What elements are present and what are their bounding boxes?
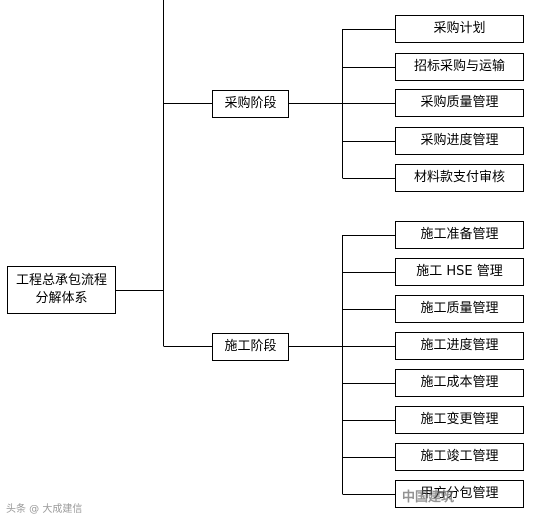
leaf-node-label: 施工变更管理 <box>420 412 499 427</box>
leaf-node: 采购质量管理 <box>395 89 524 117</box>
leaf-node-label: 施工 HSE 管理 <box>416 264 503 279</box>
leaf-node: 采购进度管理 <box>395 127 524 155</box>
leaf-node-label: 施工竣工管理 <box>420 449 499 464</box>
leaf-node-label: 甲方分包管理 <box>420 486 499 501</box>
leaf-node-label: 采购计划 <box>433 21 486 36</box>
leaf-node: 招标采购与运输 <box>395 53 524 81</box>
leaf-node-label: 施工准备管理 <box>420 227 499 242</box>
leaf-node-label: 施工进度管理 <box>420 338 499 353</box>
leaf-node-label: 材料款支付审核 <box>413 170 505 185</box>
leaf-node: 甲方分包管理 <box>395 480 524 508</box>
leaf-node: 施工 HSE 管理 <box>395 258 524 286</box>
phase-node-procurement: 采购阶段 <box>212 90 289 118</box>
leaf-node: 材料款支付审核 <box>395 164 524 192</box>
leaf-node-label: 采购进度管理 <box>420 133 499 148</box>
leaf-node: 施工准备管理 <box>395 221 524 249</box>
root-node-label: 工程总承包流程分解体系 <box>15 273 107 306</box>
leaf-node: 施工成本管理 <box>395 369 524 397</box>
leaf-node: 施工进度管理 <box>395 332 524 360</box>
leaf-node-label: 采购质量管理 <box>420 95 499 110</box>
leaf-node-label: 施工质量管理 <box>420 301 499 316</box>
watermark-right: 中国建筑 <box>402 490 455 505</box>
watermark-left: 头条 @ 大成建信 <box>6 504 83 515</box>
leaf-node: 采购计划 <box>395 15 524 43</box>
leaf-node: 施工竣工管理 <box>395 443 524 471</box>
phase-node-label: 施工阶段 <box>224 339 277 354</box>
phase-node-label: 采购阶段 <box>224 96 277 111</box>
leaf-node: 施工变更管理 <box>395 406 524 434</box>
root-node: 工程总承包流程分解体系 <box>7 266 116 314</box>
leaf-node-label: 招标采购与运输 <box>413 59 505 74</box>
phase-node-construction: 施工阶段 <box>212 333 289 361</box>
leaf-node-label: 施工成本管理 <box>420 375 499 390</box>
leaf-node: 施工质量管理 <box>395 295 524 323</box>
